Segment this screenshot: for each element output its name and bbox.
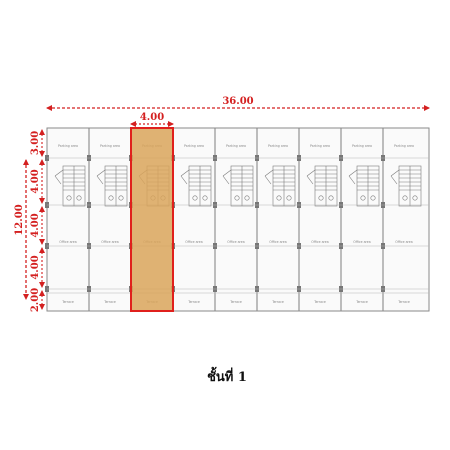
depth-segment-label: 2.00	[30, 288, 41, 312]
room-label-middle: Office area	[227, 240, 244, 244]
floor-caption: ชั้นที่ 1	[207, 366, 247, 385]
toilet-fixture	[76, 195, 82, 201]
room-label-front: Terrace	[61, 300, 74, 304]
room-label-middle: Office area	[311, 240, 328, 244]
toilet-fixture	[276, 195, 282, 201]
room-label-back: Parking area	[58, 144, 78, 148]
depth-segment-label: 4.00	[30, 255, 41, 279]
room-label-front: Terrace	[271, 300, 284, 304]
room-label-middle: Office area	[101, 240, 118, 244]
depth-segment-label: 4.00	[30, 169, 41, 193]
room-label-back: Parking area	[310, 144, 330, 148]
toilet-fixture	[360, 195, 366, 201]
stair-block	[348, 165, 380, 207]
room-label-front: Terrace	[397, 300, 410, 304]
toilet-fixture	[234, 195, 240, 201]
room-label-front: Terrace	[103, 300, 116, 304]
unit-width-label: 4.00	[140, 112, 164, 123]
room-label-back: Parking area	[394, 144, 414, 148]
stair-block	[222, 165, 254, 207]
room-label-front: Terrace	[313, 300, 326, 304]
room-label-back: Parking area	[100, 144, 120, 148]
depth-segment-label: 4.00	[30, 213, 41, 237]
depth-segment-1: 3.00	[30, 129, 45, 157]
room-label-back: Parking area	[268, 144, 288, 148]
toilet-fixture	[402, 195, 408, 201]
plan-outline	[46, 127, 430, 312]
horizontal-gridlines	[47, 157, 429, 294]
stair-block	[306, 165, 338, 207]
toilet-fixture	[108, 195, 114, 201]
stair-block	[264, 165, 296, 207]
unit-width-dimension: 4.00	[130, 112, 174, 127]
room-label-front: Terrace	[229, 300, 242, 304]
room-label-front: Terrace	[187, 300, 200, 304]
toilet-fixture	[118, 195, 124, 201]
room-label-back: Parking area	[352, 144, 372, 148]
toilet-fixture	[328, 195, 334, 201]
room-label-middle: Office area	[395, 240, 412, 244]
room-label-middle: Office area	[59, 240, 76, 244]
room-label-back: Parking area	[184, 144, 204, 148]
toilet-fixture	[286, 195, 292, 201]
depth-segment-4: 4.00	[30, 247, 45, 288]
total-width-label: 36.00	[222, 96, 253, 107]
stair-block	[180, 165, 212, 207]
toilet-fixture	[66, 195, 72, 201]
depth-segment-label: 3.00	[30, 131, 41, 155]
depth-segment-dimensions: 3.00 4.00 4.00 4.00 2.00	[30, 129, 45, 312]
stair-block	[96, 165, 128, 207]
toilet-fixture	[318, 195, 324, 201]
room-label-front: Terrace	[355, 300, 368, 304]
total-depth-label: 12.00	[14, 204, 25, 235]
total-width-dimension: 36.00	[46, 96, 430, 111]
toilet-fixture	[202, 195, 208, 201]
room-label-middle: Office area	[353, 240, 370, 244]
stair-block	[390, 165, 422, 207]
toilet-fixture	[192, 195, 198, 201]
depth-segment-3: 4.00	[30, 206, 45, 245]
toilet-fixture	[244, 195, 250, 201]
highlighted-unit	[130, 127, 174, 312]
depth-segment-5: 2.00	[30, 288, 45, 312]
room-label-back: Parking area	[226, 144, 246, 148]
total-depth-dimension: 12.00	[14, 159, 29, 300]
room-label-middle: Office area	[269, 240, 286, 244]
stair-block	[54, 165, 86, 207]
toilet-fixture	[370, 195, 376, 201]
toilet-fixture	[412, 195, 418, 201]
depth-segment-2: 4.00	[30, 159, 45, 204]
room-label-middle: Office area	[185, 240, 202, 244]
